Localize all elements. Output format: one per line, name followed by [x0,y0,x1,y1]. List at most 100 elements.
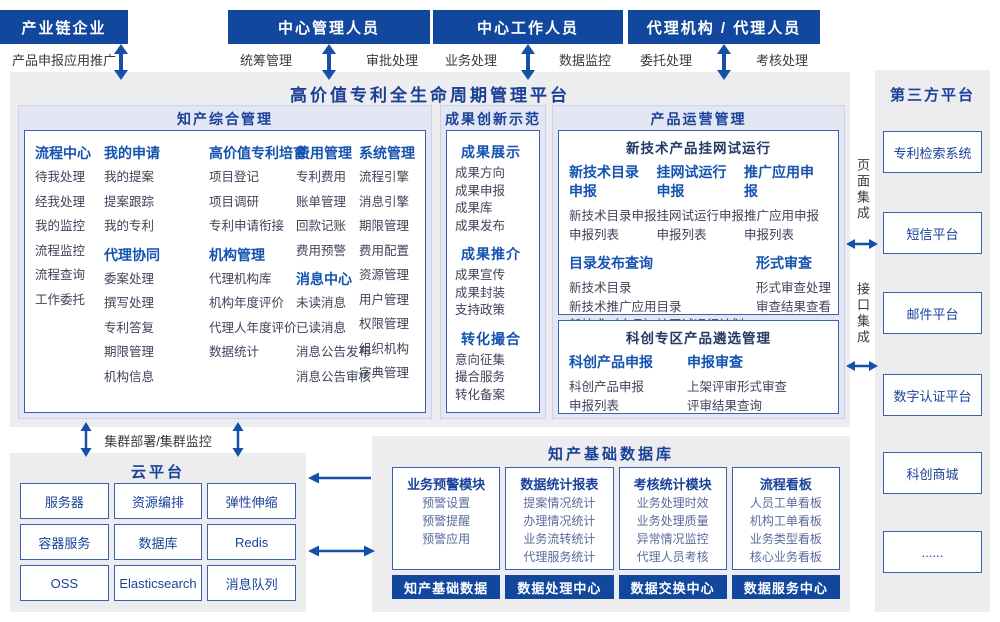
module-items: 形式审查处理审查结果查看 [756,279,831,316]
left-arrow-icon [308,472,371,484]
module-item: 科创产品申报 [569,380,645,394]
third-party-box: ...... [883,531,982,573]
actor-label-left: 产品申报 [12,53,65,68]
module-item: 数据统计 [209,345,260,359]
module-item: 人员工单看板 [749,496,822,510]
module-items: 未读消息已读消息消息公告发布消息公告审核 [296,291,372,389]
actor-labels: 委托处理 考核处理 [628,44,820,69]
module-items: 成果方向成果申报成果库成果发布 [455,165,539,235]
module-group-title: 转化撮合 [461,330,521,347]
module-items: 专利费用账单管理回款记账费用预警 [296,165,354,263]
module-group: 挂网试运行 申报 挂网试运行申报申报列表 [657,163,745,244]
module-items: 意向征集撮合服务转化备案 [455,352,539,405]
actor-labels: 统筹管理 审批处理 [228,44,430,69]
module-group-title: 新技术目录 申报 [569,164,639,199]
module-group-title: 代理协同 [104,246,160,263]
module-item: 成果封装 [455,285,506,300]
module-item: 项目登记 [209,170,260,184]
module-group-title: 成果推介 [461,246,521,262]
module-item: 工作委托 [35,292,86,307]
module-group: 消息中心 未读消息已读消息消息公告发布消息公告审核 [296,269,372,389]
module-item: 上架评审形式审查 [687,380,788,394]
module-item: 评审结果查询 [687,398,763,413]
inner-box-title: 科创专区产品遴选管理 [626,331,771,346]
double-arrow-icon [846,239,878,249]
module-item: 消息公告发布 [296,345,372,359]
database-columns: 业务预警模块 预警设置预警提醒预警应用 数据统计报表 提案情况统计办理情况统计业… [392,467,840,570]
declaration-groups: 新技术目录 申报 新技术目录申报申报列表 挂网试运行 申报 挂网试运行申报申报列… [569,163,828,244]
actor-labels: 产品申报 应用推广 [0,44,128,69]
module-item: 用户管理 [359,292,410,307]
module-item: 期限管理 [359,219,410,233]
module-item: 撰写处理 [104,296,155,310]
section-title: 产品运营管理 [650,111,747,127]
module-items: 我的提案提案跟踪我的专利 [104,165,204,239]
module-items: 挂网试运行申报申报列表 [657,207,745,244]
section-ip-management: 知产综合管理 流程中心 待我处理经我处理我的监控流程监控流程查询工作委托 我的申… [18,105,432,419]
module-item: 经我处理 [35,194,86,209]
module-group: 推广应用申报 推广应用申报申报列表 [744,163,828,244]
module-item: 新技术目录申报 [569,209,657,223]
third-party-title: 第三方平台 [889,87,975,104]
module-group: 流程中心 待我处理经我处理我的监控流程监控流程查询工作委托 [35,143,99,312]
module-items: 代理机构库机构年度评价代理人年度评价数据统计 [209,267,297,365]
module-item: 业务流转统计 [523,532,596,546]
module-item: 办理情况统计 [523,514,596,528]
double-arrow-icon [846,361,878,371]
module-group-title: 科创产品申报 [569,354,653,370]
new-tech-trial-box: 新技术产品挂网试运行 新技术目录 申报 新技术目录申报申报列表 挂网试运行 申报… [558,130,839,332]
double-arrow-icon [308,545,375,557]
database-panel: 知产基础数据库 业务预警模块 预警设置预警提醒预警应用 数据统计报表 提案情况统… [372,436,850,612]
module-item: 账单管理 [296,194,347,209]
module-group: 成果展示 成果方向成果申报成果库成果发布 [455,143,539,235]
module-item: 申报列表 [569,227,620,242]
database-bar: 知产基础数据 [392,575,501,599]
module-column: 我的申请 我的提案提案跟踪我的专利 代理协同 委案处理撰写处理专利答复期限管理机… [104,137,204,406]
third-party-box: 专利检索系统 [883,131,982,173]
module-item: 资源管理 [359,268,410,282]
cloud-service-box: 容器服务 [20,524,109,560]
module-item: 申报列表 [744,227,795,242]
database-module: 业务预警模块 预警设置预警提醒预警应用 [392,467,501,570]
module-item: 机构年度评价 [209,296,285,310]
module-group: 系统管理 流程引擎消息引擎期限管理费用配置资源管理用户管理权限管理组织机构字典管… [359,143,415,386]
module-item: 业务处理质量 [636,514,709,528]
module-item: 核心业务看板 [749,550,822,564]
database-bar: 数据服务中心 [731,575,840,599]
sci-innovation-box: 科创专区产品遴选管理 科创产品申报 科创产品申报申报列表 申报审查 上架评审形式… [558,320,839,414]
database-module-title: 业务预警模块 [407,477,486,492]
module-group-title: 机构管理 [209,246,265,263]
module-item: 成果宣传 [455,268,506,282]
module-item: 成果方向 [455,166,506,180]
database-module-title: 流程看板 [759,477,812,492]
module-group-title: 消息中心 [296,271,352,287]
module-group-title: 高价值专利培育 [209,145,307,161]
platform-title: 高价值专利全生命周期管理平台 [290,86,570,105]
module-group: 申报审查 上架评审形式审查评审结果查询 [687,353,805,415]
actor-label-left: 委托处理 [640,53,693,68]
module-item: 成果申报 [455,183,506,198]
cluster-label: 集群部署/集群监控 [104,434,212,449]
third-party-box: 数字认证平台 [883,374,982,416]
module-item: 意向征集 [455,352,506,367]
actor-label-right: 审批处理 [365,53,418,68]
actor-header: 产业链企业 [0,10,129,44]
cloud-service-box: 数据库 [113,524,203,560]
page-integration-label: 页面集成 [855,158,870,222]
module-item: 我的提案 [104,170,155,184]
cloud-service-box: 资源编排 [113,483,203,519]
module-item: 新技术目录 [569,281,632,295]
actor-row: 中心管理人员 统筹管理 审批处理 中心工作人员 业务处理 数据监控 代理机构 /… [0,0,1000,72]
cloud-title: 云平台 [130,464,185,481]
module-items: 成果宣传成果封装支持政策 [455,267,539,320]
module-items: 预警设置预警提醒预警应用 [393,494,499,548]
module-item: 字典管理 [359,366,410,380]
module-group-title: 推广应用申报 [744,164,815,199]
module-column: 系统管理 流程引擎消息引擎期限管理费用配置资源管理用户管理权限管理组织机构字典管… [359,137,415,406]
database-bars: 知产基础数据数据处理中心数据交换中心数据服务中心 [392,575,840,599]
module-item: 提案情况统计 [523,496,596,510]
module-item: 撮合服务 [455,370,506,384]
module-item: 业务处理时效 [636,496,709,510]
achievement-box: 成果展示 成果方向成果申报成果库成果发布 成果推介 成果宣传成果封装支持政策 转… [446,130,540,413]
module-group: 成果推介 成果宣传成果封装支持政策 [455,245,539,320]
